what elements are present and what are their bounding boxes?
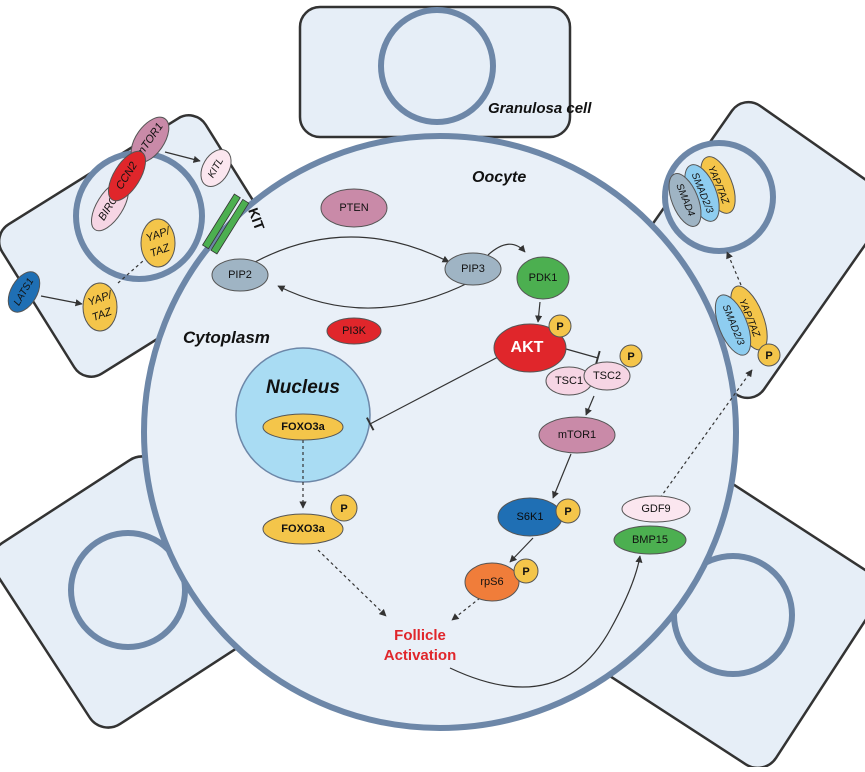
tsc1-node: TSC1 — [545, 366, 593, 396]
mtor1-node: mTOR1 — [538, 416, 616, 454]
bmp15-label: BMP15 — [632, 534, 668, 546]
s6k1-node: S6K1 — [497, 497, 563, 537]
oocyte-label: Oocyte — [472, 169, 526, 186]
pten-node: PTEN — [320, 188, 388, 228]
oocyte: Oocyte Cytoplasm — [141, 133, 739, 731]
p-tsc2-node: P — [619, 344, 643, 368]
foxo3a-cyto-node: FOXO3a — [262, 513, 344, 545]
yap-taz-left-cyto-node: YAP/ TAZ — [82, 282, 118, 332]
ccn2-node: CCN2 — [108, 150, 146, 202]
nucleus-label: Nucleus — [266, 377, 340, 398]
p-right-cyto-node: P — [757, 343, 781, 367]
rps6-node: rpS6 — [464, 562, 520, 602]
p-tsc2-label: P — [627, 351, 634, 363]
kitl-node: KITL — [200, 149, 232, 187]
lats1-node: LATS1 — [7, 271, 41, 313]
follicle-activation-line1: Follicle — [394, 627, 446, 644]
pip2-node: PIP2 — [211, 258, 269, 292]
gdf9-node: GDF9 — [621, 495, 691, 523]
follicle-activation: Follicle Activation — [384, 627, 457, 664]
pip3-node: PIP3 — [444, 252, 502, 286]
foxo3a-cyto-label: FOXO3a — [281, 523, 325, 535]
granulosa-cell-label: Granulosa cell — [488, 100, 592, 117]
cytoplasm-label: Cytoplasm — [183, 328, 270, 347]
p-rps6-label: P — [522, 566, 529, 578]
mtor1-label: mTOR1 — [558, 429, 596, 441]
foxo3a-nucleus-label: FOXO3a — [281, 421, 325, 433]
pdk1-node: PDK1 — [516, 256, 570, 300]
s6k1-label: S6K1 — [517, 511, 544, 523]
rps6-label: rpS6 — [480, 576, 503, 588]
bmp15-node: BMP15 — [613, 525, 687, 555]
p-right-cyto-label: P — [765, 350, 772, 362]
pdk1-label: PDK1 — [529, 272, 558, 284]
left-cell-proteins: mTOR1 KITL BIRC1 CCN2 YAP/ TAZ LATS1 YAP… — [7, 116, 232, 332]
foxo3a-nucleus-node: FOXO3a — [262, 413, 344, 441]
connectors — [40, 151, 753, 688]
yap-taz-left-nucleus-node: YAP/ TAZ — [140, 218, 176, 268]
pi3k-node: PI3K — [326, 317, 382, 345]
tsc2-node: TSC2 — [583, 361, 631, 391]
kit-label: KIT — [245, 206, 268, 233]
pip2-label: PIP2 — [228, 269, 252, 281]
p-rps6-node: P — [513, 558, 539, 584]
gdf9-label: GDF9 — [641, 503, 670, 515]
follicle-activation-line2: Activation — [384, 647, 457, 664]
tsc1-label: TSC1 — [555, 375, 583, 387]
p-foxo3a-node: P — [330, 494, 358, 522]
granulosa-cell-top: Granulosa cell — [298, 5, 592, 139]
akt-label: AKT — [511, 339, 544, 356]
p-foxo3a-label: P — [340, 503, 347, 515]
pi3k-label: PI3K — [342, 325, 367, 337]
p-s6k1-node: P — [555, 498, 581, 524]
pten-label: PTEN — [339, 202, 368, 214]
smad4-node: SMAD4 — [668, 173, 702, 227]
p-akt-label: P — [556, 321, 563, 333]
akt-node: AKT — [493, 323, 567, 373]
tsc2-label: TSC2 — [593, 370, 621, 382]
p-s6k1-label: P — [564, 506, 571, 518]
pip3-label: PIP3 — [461, 263, 485, 275]
p-akt-node: P — [548, 314, 572, 338]
right-cell-proteins: YAP/TAZ SMAD2/3 SMAD4 YAP/TAZ SMAD2/3 P — [668, 156, 781, 367]
kit-receptor: KIT — [201, 193, 268, 255]
